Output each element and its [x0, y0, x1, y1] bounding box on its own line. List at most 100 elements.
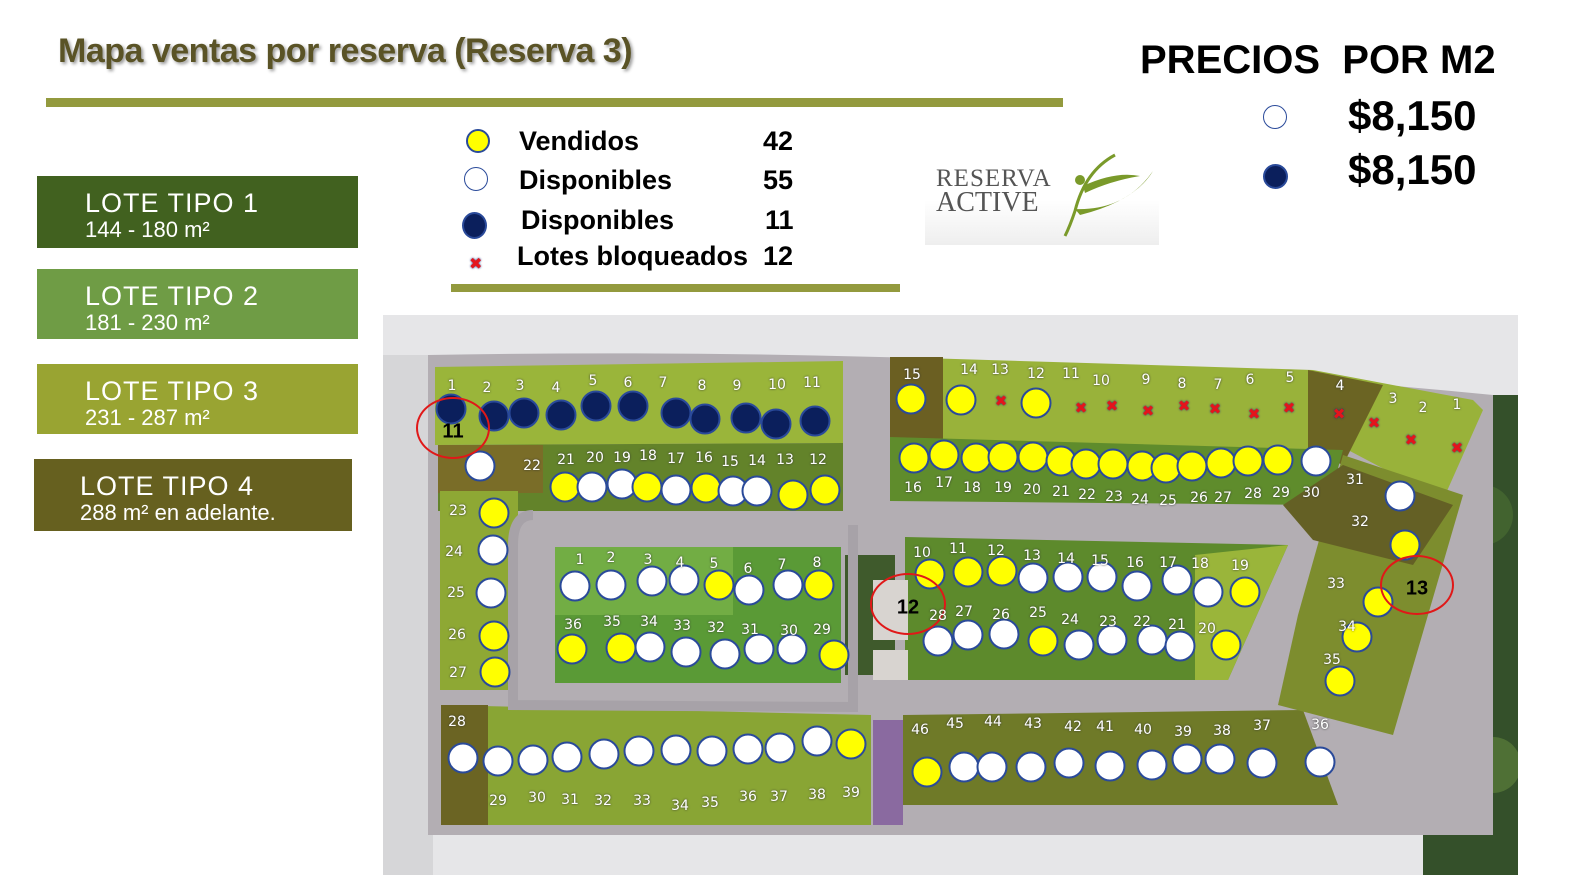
- lot-available-marker[interactable]: [475, 577, 507, 609]
- lot-available-marker[interactable]: [1192, 576, 1224, 608]
- lot-available-marker[interactable]: [764, 732, 796, 764]
- lot-available-marker[interactable]: [709, 638, 741, 670]
- lot-available-marker[interactable]: [1053, 747, 1085, 779]
- lot-available-marker[interactable]: [741, 475, 773, 507]
- lot-available-marker[interactable]: [976, 751, 1008, 783]
- lot-available-marker[interactable]: [1121, 570, 1153, 602]
- lot-sold-marker[interactable]: [952, 556, 984, 588]
- lot-available-marker[interactable]: [1164, 630, 1196, 662]
- lot-sold-marker[interactable]: [1229, 576, 1261, 608]
- lot-sold-marker[interactable]: [898, 442, 930, 474]
- lot-available-navy-marker[interactable]: [508, 397, 540, 429]
- lot-sold-marker[interactable]: [1232, 445, 1264, 477]
- lot-available-navy-marker[interactable]: [799, 405, 831, 437]
- lot-available-marker[interactable]: [482, 745, 514, 777]
- lot-sold-marker[interactable]: [556, 633, 588, 665]
- lot-available-marker[interactable]: [595, 569, 627, 601]
- lot-sold-marker[interactable]: [911, 756, 943, 788]
- lot-sold-marker[interactable]: [605, 632, 637, 664]
- lot-sold-marker[interactable]: [777, 479, 809, 511]
- lot-blocked-x-icon[interactable]: ✖: [1074, 399, 1088, 417]
- lot-available-marker[interactable]: [1161, 564, 1193, 596]
- lot-blocked-x-icon[interactable]: ✖: [1141, 402, 1155, 420]
- lot-blocked-x-icon[interactable]: ✖: [1247, 405, 1261, 423]
- lot-sold-marker[interactable]: [1262, 444, 1294, 476]
- lot-available-navy-marker[interactable]: [760, 408, 792, 440]
- lot-blocked-x-icon[interactable]: ✖: [1177, 397, 1191, 415]
- lot-available-marker[interactable]: [776, 633, 808, 665]
- lot-sold-marker[interactable]: [1027, 625, 1059, 657]
- lot-available-marker[interactable]: [517, 744, 549, 776]
- lot-available-marker[interactable]: [636, 565, 668, 597]
- lot-sold-marker[interactable]: [1341, 621, 1373, 653]
- lot-sold-marker[interactable]: [986, 555, 1018, 587]
- lot-available-marker[interactable]: [1136, 624, 1168, 656]
- lot-available-marker[interactable]: [1304, 746, 1336, 778]
- lot-available-marker[interactable]: [1096, 624, 1128, 656]
- lot-available-marker[interactable]: [1136, 749, 1168, 781]
- lot-sold-marker[interactable]: [835, 728, 867, 760]
- lot-available-marker[interactable]: [660, 474, 692, 506]
- lot-sold-marker[interactable]: [479, 656, 511, 688]
- lot-blocked-x-icon[interactable]: ✖: [1282, 399, 1296, 417]
- lot-available-marker[interactable]: [1017, 562, 1049, 594]
- lot-available-navy-marker[interactable]: [730, 402, 762, 434]
- lot-available-marker[interactable]: [733, 574, 765, 606]
- lot-available-marker[interactable]: [670, 636, 702, 668]
- lot-sold-marker[interactable]: [549, 471, 581, 503]
- lot-blocked-x-icon[interactable]: ✖: [1367, 414, 1381, 432]
- lot-blocked-x-icon[interactable]: ✖: [1105, 397, 1119, 415]
- lot-sold-marker[interactable]: [803, 569, 835, 601]
- lot-available-marker[interactable]: [801, 725, 833, 757]
- lot-available-marker[interactable]: [1246, 747, 1278, 779]
- lot-available-marker[interactable]: [1204, 743, 1236, 775]
- lot-available-marker[interactable]: [464, 450, 496, 482]
- lot-available-marker[interactable]: [634, 631, 666, 663]
- lot-blocked-x-icon[interactable]: ✖: [994, 392, 1008, 410]
- lot-available-marker[interactable]: [623, 735, 655, 767]
- lot-available-navy-marker[interactable]: [617, 390, 649, 422]
- lot-available-marker[interactable]: [477, 534, 509, 566]
- lot-blocked-x-icon[interactable]: ✖: [1208, 400, 1222, 418]
- lot-sold-marker[interactable]: [1176, 450, 1208, 482]
- lot-sold-marker[interactable]: [1324, 665, 1356, 697]
- lot-sold-marker[interactable]: [1097, 448, 1129, 480]
- lot-sold-marker[interactable]: [478, 620, 510, 652]
- lot-available-marker[interactable]: [948, 751, 980, 783]
- lot-sold-marker[interactable]: [818, 639, 850, 671]
- lot-sold-marker[interactable]: [809, 474, 841, 506]
- lot-sold-marker[interactable]: [928, 439, 960, 471]
- lot-sold-marker[interactable]: [478, 497, 510, 529]
- lot-available-marker[interactable]: [1384, 480, 1416, 512]
- lot-available-marker[interactable]: [1300, 445, 1332, 477]
- lot-sold-marker[interactable]: [1045, 445, 1077, 477]
- lot-sold-marker[interactable]: [631, 471, 663, 503]
- lot-available-marker[interactable]: [1171, 743, 1203, 775]
- lot-available-marker[interactable]: [952, 619, 984, 651]
- lot-available-marker[interactable]: [988, 618, 1020, 650]
- lot-available-marker[interactable]: [576, 471, 608, 503]
- lot-sold-marker[interactable]: [1017, 441, 1049, 473]
- lot-available-marker[interactable]: [447, 742, 479, 774]
- lot-available-navy-marker[interactable]: [689, 403, 721, 435]
- lot-sold-marker[interactable]: [1070, 448, 1102, 480]
- lot-blocked-x-icon[interactable]: ✖: [1450, 439, 1464, 457]
- lot-available-marker[interactable]: [1052, 561, 1084, 593]
- lot-available-marker[interactable]: [1094, 750, 1126, 782]
- lot-available-marker[interactable]: [743, 633, 775, 665]
- lot-available-marker[interactable]: [551, 741, 583, 773]
- lot-available-navy-marker[interactable]: [545, 399, 577, 431]
- lot-available-navy-marker[interactable]: [580, 390, 612, 422]
- lot-available-marker[interactable]: [772, 569, 804, 601]
- lot-available-marker[interactable]: [588, 738, 620, 770]
- lot-available-marker[interactable]: [1063, 629, 1095, 661]
- lot-available-marker[interactable]: [696, 735, 728, 767]
- lot-available-marker[interactable]: [668, 564, 700, 596]
- lot-blocked-x-icon[interactable]: ✖: [1332, 405, 1346, 423]
- lot-sold-marker[interactable]: [895, 383, 927, 415]
- lot-sold-marker[interactable]: [945, 384, 977, 416]
- lot-available-marker[interactable]: [1086, 561, 1118, 593]
- lot-sold-marker[interactable]: [1020, 387, 1052, 419]
- lot-sold-marker[interactable]: [1210, 629, 1242, 661]
- lot-available-marker[interactable]: [660, 734, 692, 766]
